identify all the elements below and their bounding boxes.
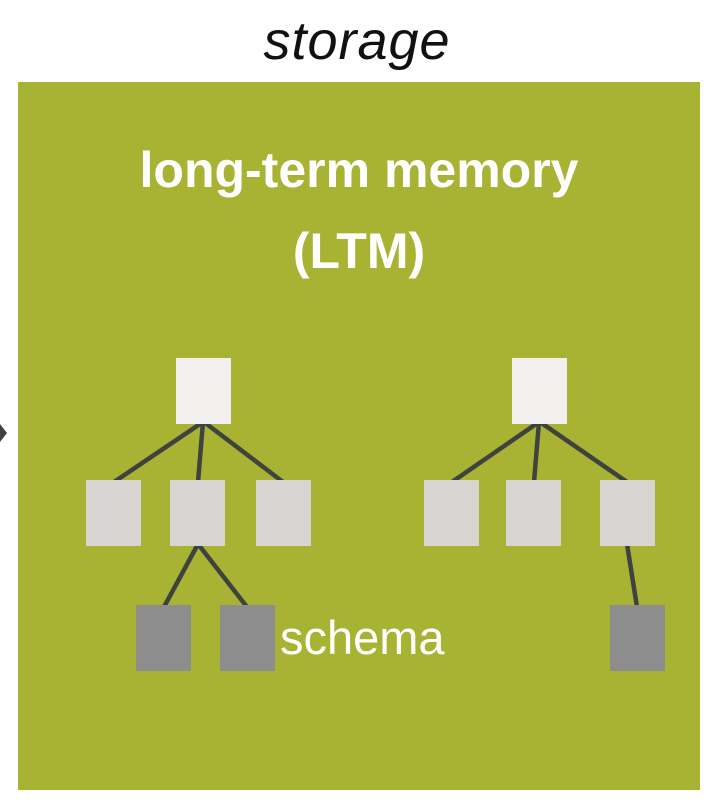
left-tree-schema-node [220, 605, 275, 671]
left-edge-arrow-fragment [0, 424, 7, 442]
right-tree-child-node [506, 480, 561, 546]
ltm-heading: long-term memory (LTM) [18, 130, 700, 292]
ltm-heading-line1: long-term memory [139, 142, 579, 198]
right-tree-child-node [424, 480, 479, 546]
left-tree-child-node [256, 480, 311, 546]
left-tree-child-node [170, 480, 225, 546]
ltm-box: long-term memory (LTM) [18, 82, 700, 790]
left-tree-schema-node [136, 605, 191, 671]
right-tree-schema-node [610, 605, 665, 671]
diagram-title: storage [263, 11, 451, 71]
right-tree-root-node [512, 358, 567, 424]
ltm-heading-line2: (LTM) [292, 223, 426, 279]
right-tree-child-node [600, 480, 655, 546]
left-tree-root-node [176, 358, 231, 424]
schema-label: schema [280, 611, 445, 664]
left-tree-child-node [86, 480, 141, 546]
tree-connector-lines [112, 420, 640, 609]
